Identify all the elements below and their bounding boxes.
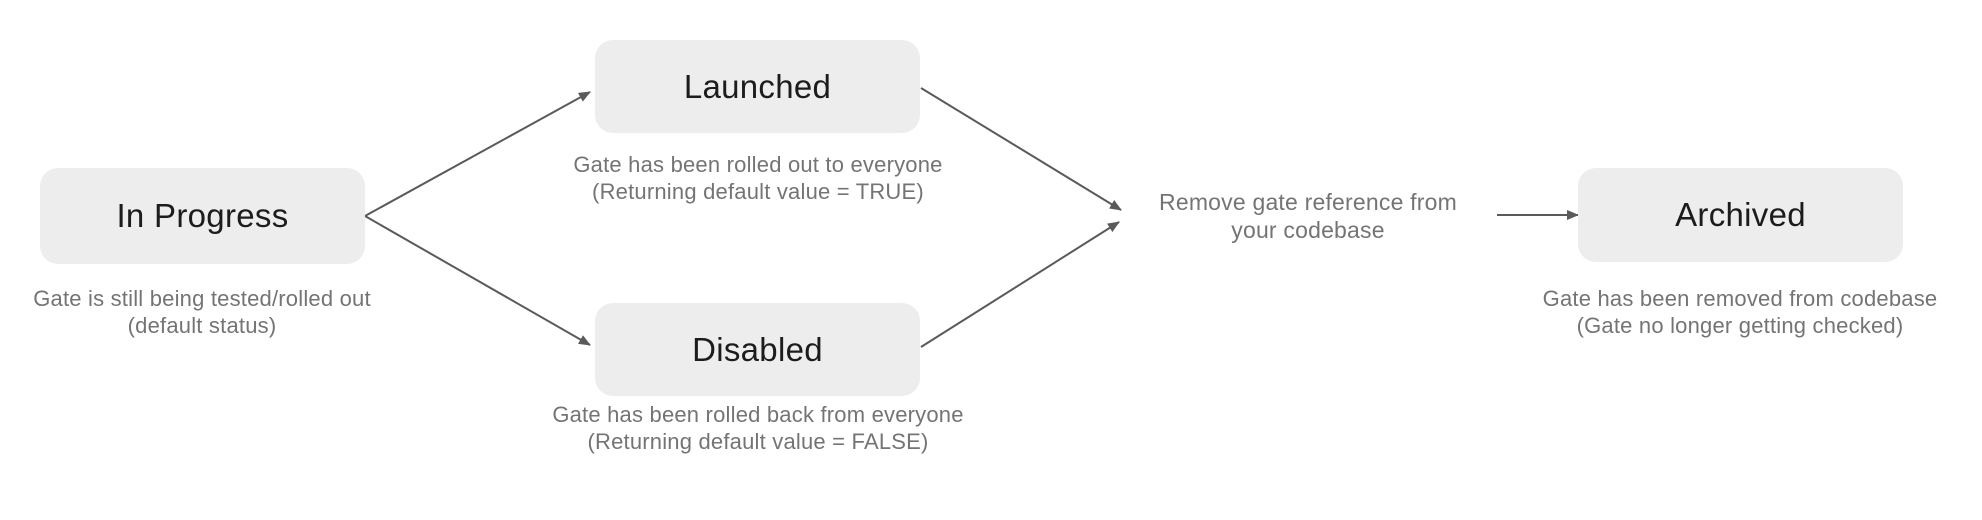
caption-disabled-line1: Gate has been rolled back from everyone [552,402,964,427]
caption-launched-line2: (Returning default value = TRUE) [592,179,924,204]
caption-disabled-line2: (Returning default value = FALSE) [587,429,929,454]
node-launched-label: Launched [683,67,832,105]
caption-disabled: Gate has been rolled back from everyone … [518,401,998,455]
node-disabled: Disabled [595,303,920,396]
node-disabled-label: Disabled [692,330,823,368]
caption-launched: Gate has been rolled out to everyone (Re… [518,151,998,205]
caption-archived-line2: (Gate no longer getting checked) [1576,313,1904,338]
caption-in-progress-line2: (default status) [127,313,277,338]
caption-in-progress: Gate is still being tested/rolled out (d… [0,285,442,339]
caption-archived-line1: Gate has been removed from codebase [1542,286,1938,311]
arrow-in-progress-to-disabled [364,215,591,346]
node-archived-label: Archived [1675,196,1806,233]
caption-archived: Gate has been removed from codebase (Gat… [1500,285,1980,339]
node-archived: Archived [1578,168,1903,262]
note-remove-gate-reference-line2: your codebase [1231,217,1385,243]
arrow-disabled-to-remove-note [920,221,1120,348]
node-in-progress: In Progress [40,168,365,264]
arrow-in-progress-to-launched [364,91,591,217]
note-remove-gate-reference-line1: Remove gate reference from [1159,189,1457,215]
caption-launched-line1: Gate has been rolled out to everyone [573,152,943,177]
arrow-launched-to-remove-note [920,87,1122,211]
caption-in-progress-line1: Gate is still being tested/rolled out [33,286,371,311]
note-remove-gate-reference: Remove gate reference from your codebase [1068,188,1548,244]
node-launched: Launched [595,40,920,133]
node-in-progress-label: In Progress [116,197,289,234]
